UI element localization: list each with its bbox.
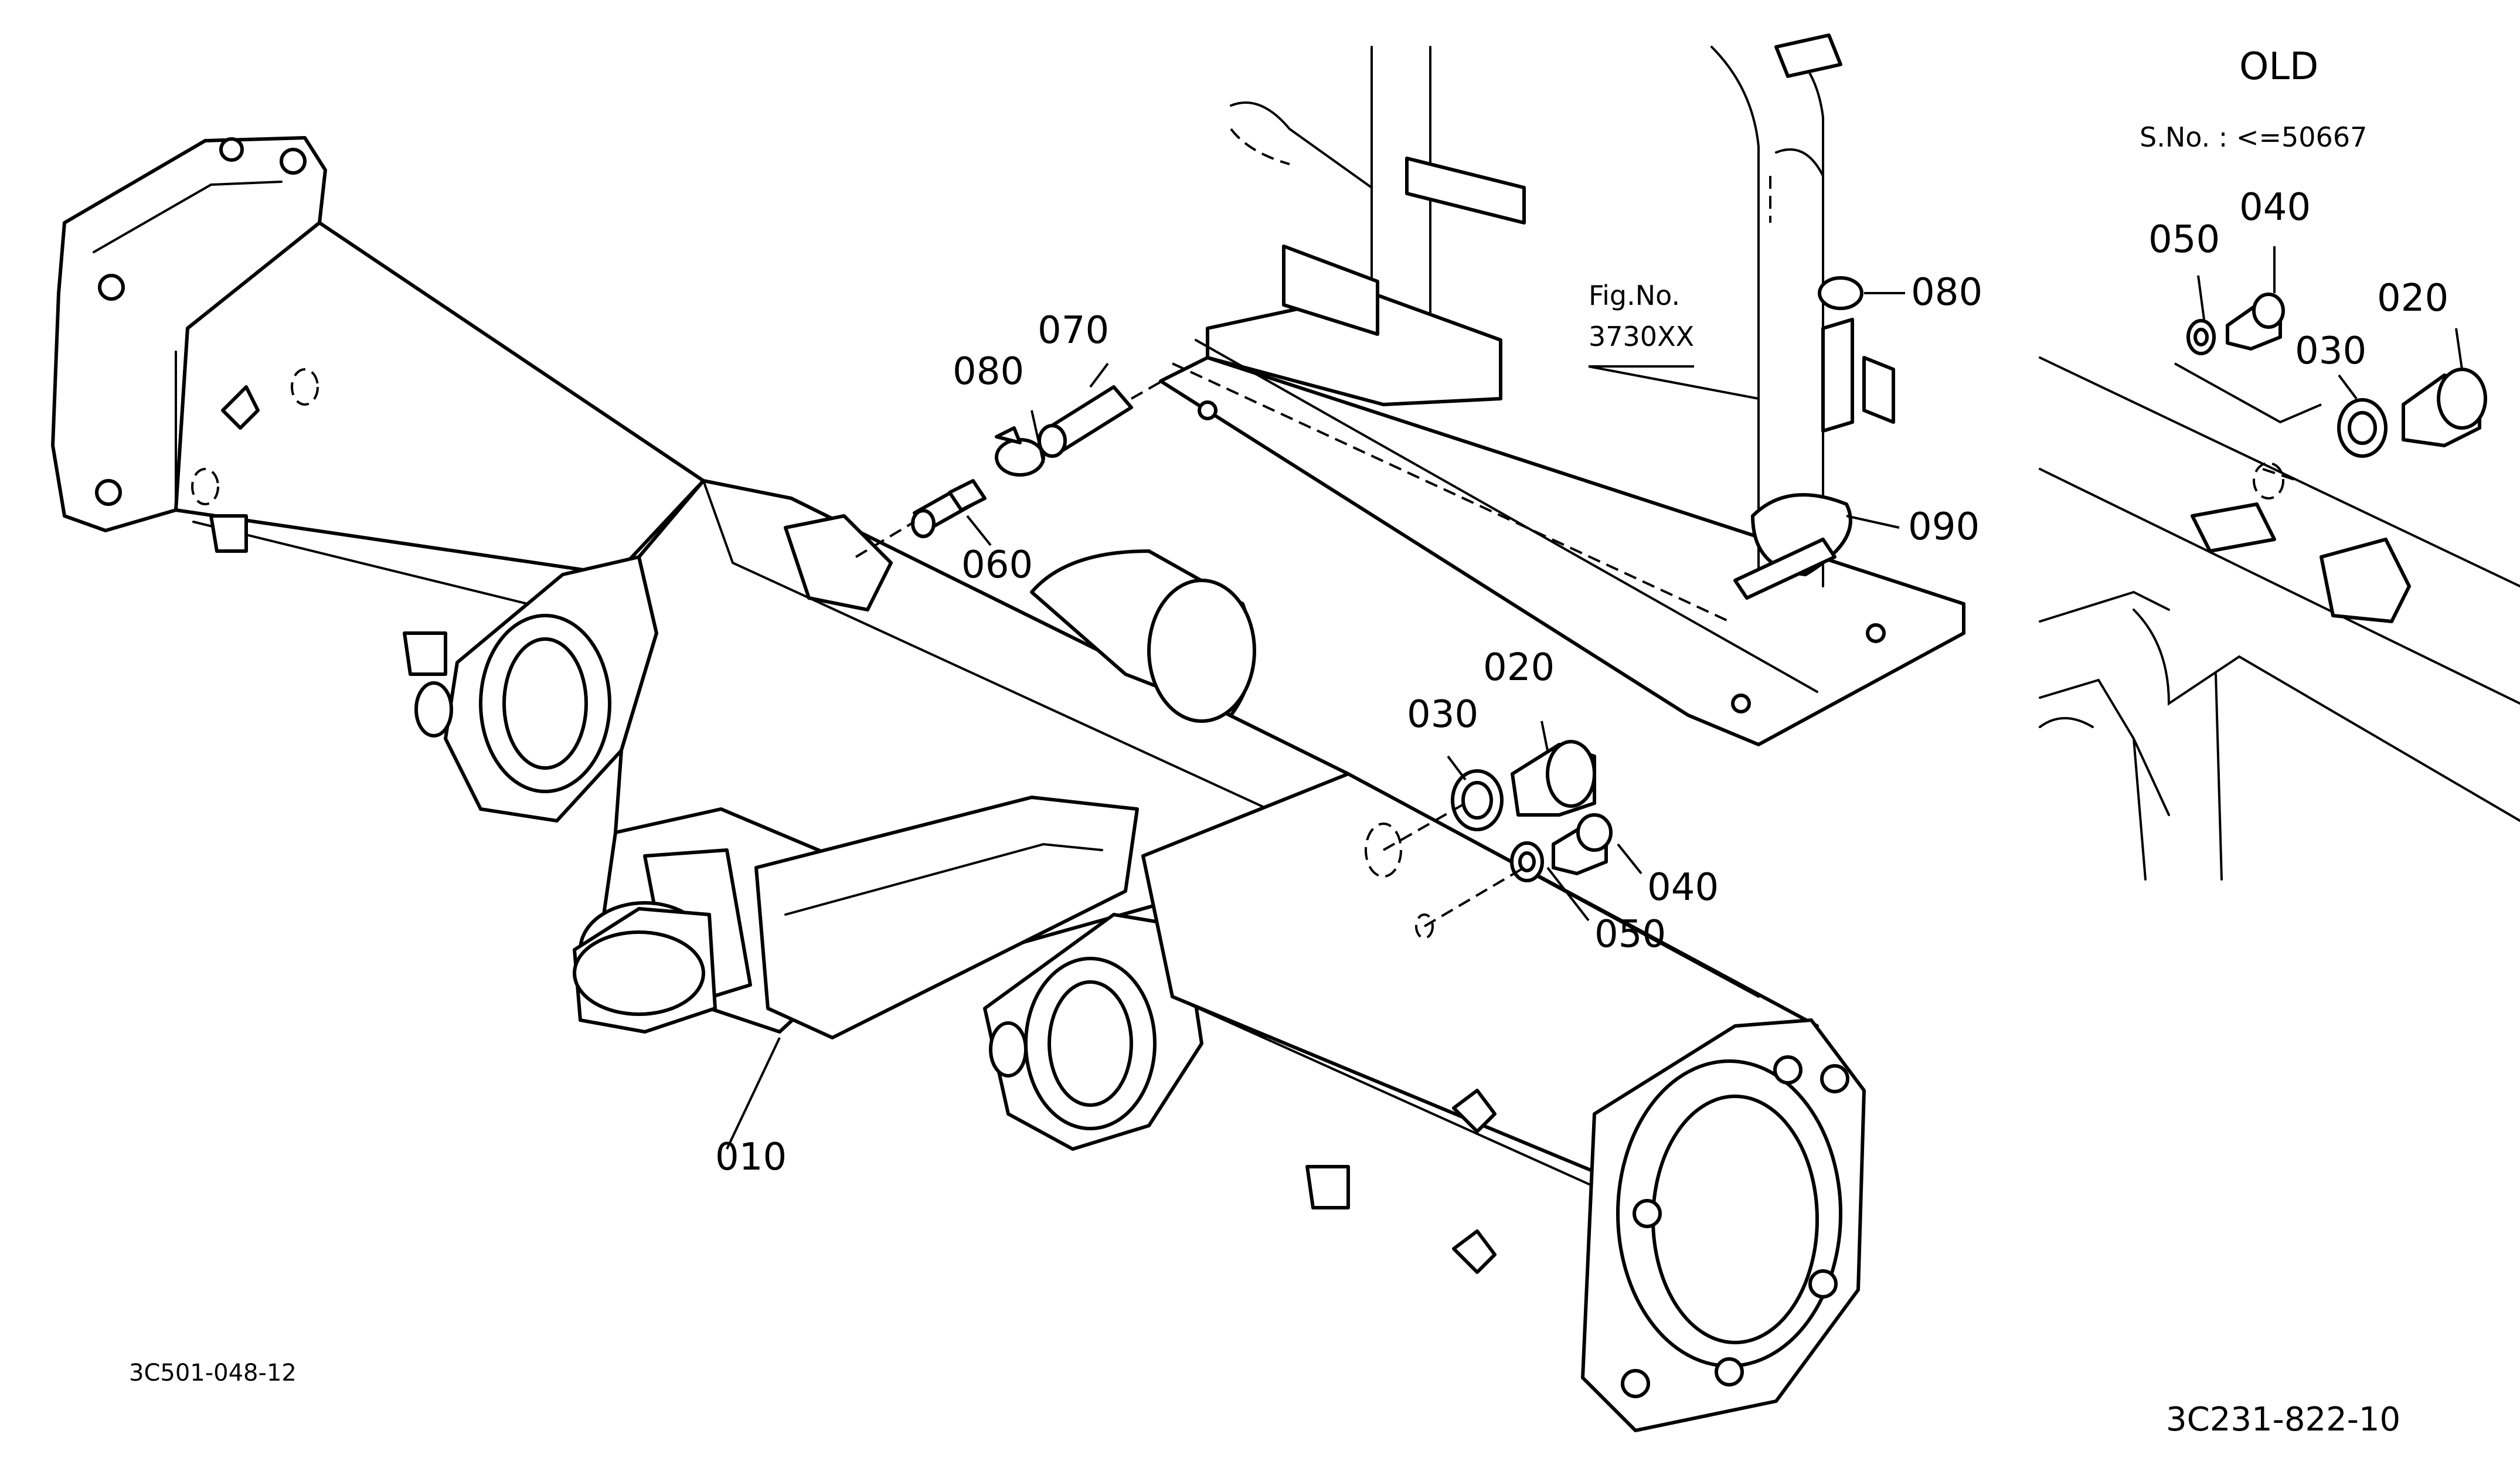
washer-050: [1510, 841, 1544, 882]
label-030: 030: [1407, 693, 1478, 736]
label-080-left: 080: [953, 350, 1024, 393]
gasket-030: [1451, 769, 1504, 831]
fitting-060: [855, 479, 987, 558]
label-020: 020: [1483, 646, 1555, 689]
label-070: 070: [1038, 309, 1109, 352]
inset-label-030: 030: [2295, 329, 2366, 373]
inset-label-020: 020: [2377, 277, 2448, 320]
drawing-code-right: 3C231-822-10: [2166, 1401, 2400, 1439]
fig-no-label: Fig.No.: [1589, 280, 1680, 311]
label-080-right: 080: [1911, 271, 1982, 314]
frame-assembly: [1159, 33, 1965, 746]
plug-020: [1511, 740, 1596, 817]
label-090: 090: [1908, 505, 1980, 549]
inset-title: OLD: [2239, 45, 2318, 89]
fig-ref-label: 3730XX: [1589, 321, 1694, 352]
label-060: 060: [961, 543, 1033, 587]
inset-label-050: 050: [2148, 218, 2220, 261]
clamp-080-left: [995, 426, 1045, 477]
drawing-code-left: 3C501-048-12: [129, 1360, 297, 1387]
plug-040: [1552, 813, 1613, 875]
leader-lines: [726, 292, 1905, 1150]
axle-housing: [51, 136, 1866, 1432]
inset-serial: S.No. : <=50667: [2140, 121, 2367, 153]
label-010: 010: [715, 1136, 787, 1179]
inset-label-040: 040: [2239, 186, 2311, 229]
old-inset: [2039, 246, 2520, 881]
label-050: 050: [1594, 913, 1666, 956]
label-040: 040: [1647, 866, 1719, 909]
hose-070: [1038, 374, 1173, 458]
